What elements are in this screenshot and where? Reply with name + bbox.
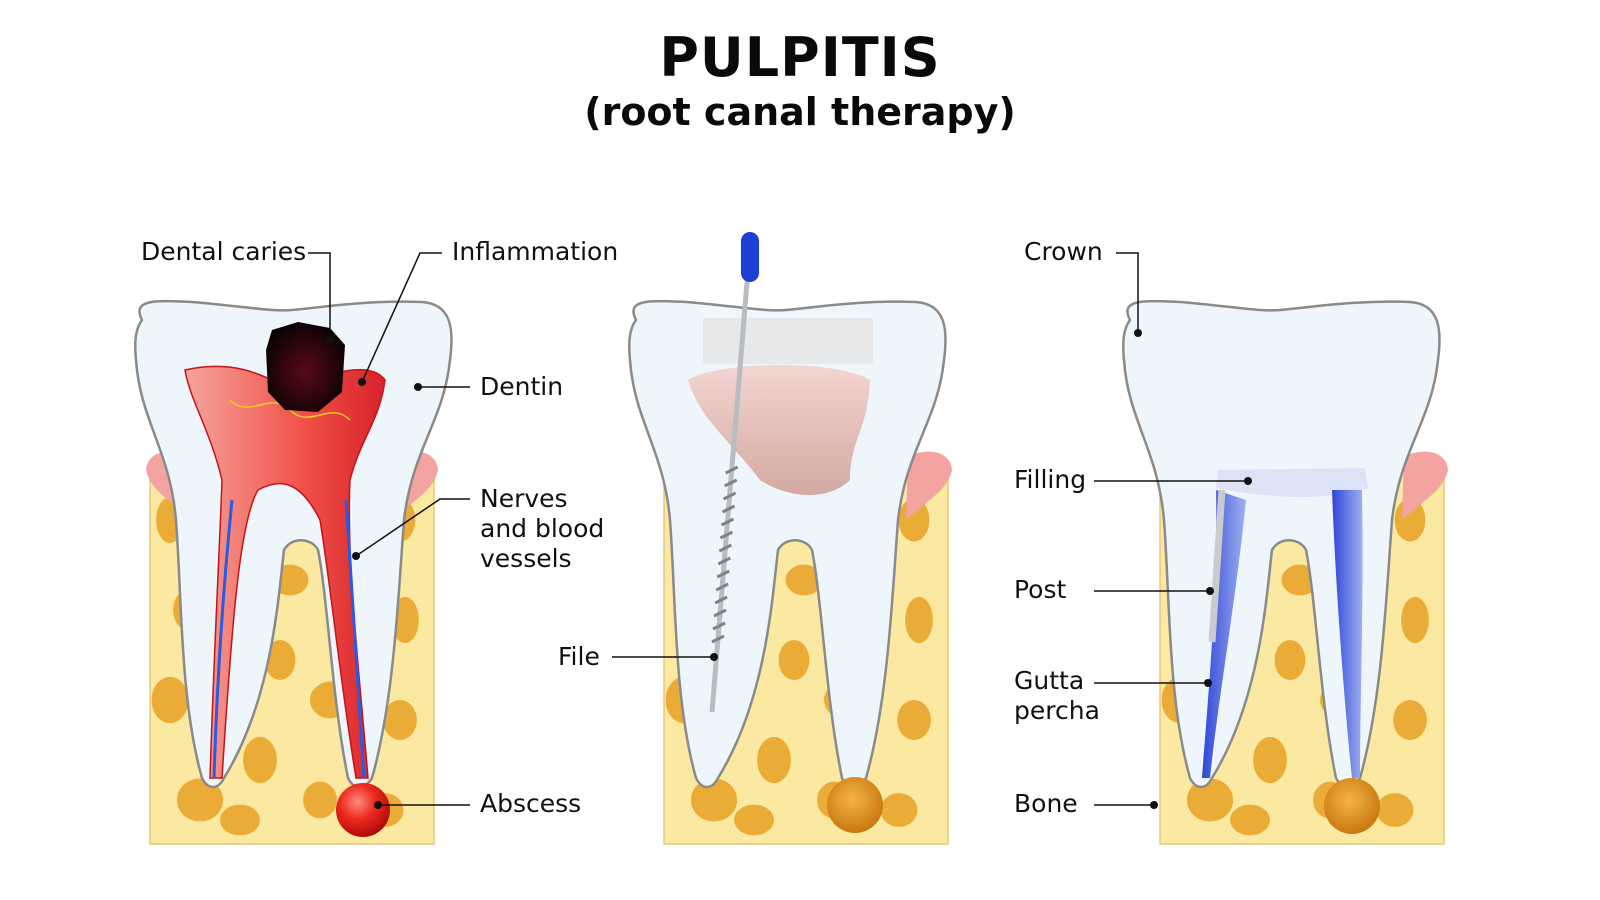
- file-thread: [720, 517, 735, 527]
- file-thread: [723, 478, 738, 488]
- label-post: Post: [1014, 575, 1067, 604]
- periapical-lesion: [1324, 778, 1380, 834]
- bone-pore: [897, 700, 931, 740]
- dental-caries: [266, 322, 345, 412]
- label-crown: Crown: [1024, 237, 1103, 266]
- blood-vessel-blue: [344, 499, 366, 779]
- tooth-outline: [628, 299, 947, 789]
- filling: [1216, 468, 1368, 497]
- bone-pore: [1393, 700, 1427, 740]
- bone-pore: [220, 804, 260, 836]
- bone-pore: [1230, 804, 1270, 836]
- periapical-lesion: [827, 777, 883, 833]
- label-nerves-blood-vessels: Nerves and blood vessels: [480, 484, 605, 573]
- bone-pore: [778, 640, 810, 680]
- leader-line: [361, 252, 442, 383]
- leader-line: [355, 498, 470, 557]
- bone-pore: [1394, 498, 1426, 542]
- abscess: [336, 783, 390, 837]
- file-thread: [712, 621, 726, 631]
- file-thread: [714, 595, 728, 605]
- label-inflammation: Inflammation: [452, 237, 619, 266]
- file-thread: [711, 634, 725, 644]
- label-abscess: Abscess: [480, 789, 582, 818]
- file-thread: [719, 530, 734, 540]
- bone-pore: [176, 778, 224, 822]
- inflamed-pulp: [184, 365, 386, 779]
- bone-pore: [264, 640, 296, 680]
- leader-dot: [1150, 801, 1158, 809]
- leader-dot: [326, 336, 334, 344]
- leader-line: [308, 252, 331, 340]
- leader-dot: [1134, 329, 1142, 337]
- file-thread: [715, 582, 729, 592]
- panel-cleaning-tooth: [628, 232, 952, 845]
- bone-pore: [905, 596, 933, 644]
- bone-pore: [880, 793, 918, 827]
- diagram-title: PULPITIS: [659, 26, 941, 89]
- bone-pore: [1401, 596, 1429, 644]
- label-dentin: Dentin: [480, 372, 564, 401]
- label-filling: Filling: [1014, 465, 1087, 494]
- label-gutta-percha: Gutta percha: [1014, 666, 1100, 725]
- gum-right: [1402, 451, 1448, 520]
- file-thread: [722, 491, 737, 501]
- bone-pore: [1376, 793, 1414, 827]
- panel-diseased-tooth: [134, 299, 453, 845]
- leader-dot: [352, 552, 360, 560]
- blood-vessel-blue: [212, 499, 234, 779]
- label-dental-caries: Dental caries: [141, 237, 307, 266]
- label-file: File: [558, 642, 600, 671]
- bone-pore: [303, 781, 337, 819]
- bone-pore: [757, 736, 791, 784]
- label-bone: Bone: [1014, 789, 1078, 818]
- post: [1208, 489, 1226, 643]
- bone-pore: [898, 498, 930, 542]
- bone-pore: [243, 736, 277, 784]
- gutta-percha-left: [1202, 490, 1246, 778]
- leader-dot: [1206, 587, 1214, 595]
- file-thread: [717, 556, 731, 566]
- pulp-chamber: [688, 365, 870, 495]
- file-thread: [718, 543, 733, 553]
- file-handle: [741, 232, 759, 282]
- leader-line: [1116, 252, 1139, 333]
- gum-right: [906, 451, 952, 520]
- bone-pore: [1253, 736, 1287, 784]
- file-thread: [721, 504, 736, 514]
- bone-pore: [785, 564, 823, 596]
- panel-restored-tooth: [1122, 299, 1448, 845]
- bone-pore: [1186, 778, 1234, 822]
- bone-pore: [1274, 640, 1306, 680]
- leader-dot: [374, 801, 382, 809]
- bone-pore: [690, 778, 738, 822]
- diagram-subtitle: (root canal therapy): [584, 90, 1016, 134]
- leader-dot: [358, 378, 366, 386]
- bone-pore: [383, 700, 417, 740]
- leader-dot: [1204, 679, 1212, 687]
- leader-dot: [710, 653, 718, 661]
- file-thread: [716, 569, 730, 579]
- gutta-percha-right: [1332, 490, 1363, 778]
- access-cavity: [703, 318, 873, 364]
- bone-pore: [151, 676, 189, 724]
- leader-dot: [1244, 477, 1252, 485]
- file-thread: [713, 608, 727, 618]
- leader-dot: [414, 383, 422, 391]
- file-thread: [725, 465, 739, 475]
- bone-pore: [734, 804, 774, 836]
